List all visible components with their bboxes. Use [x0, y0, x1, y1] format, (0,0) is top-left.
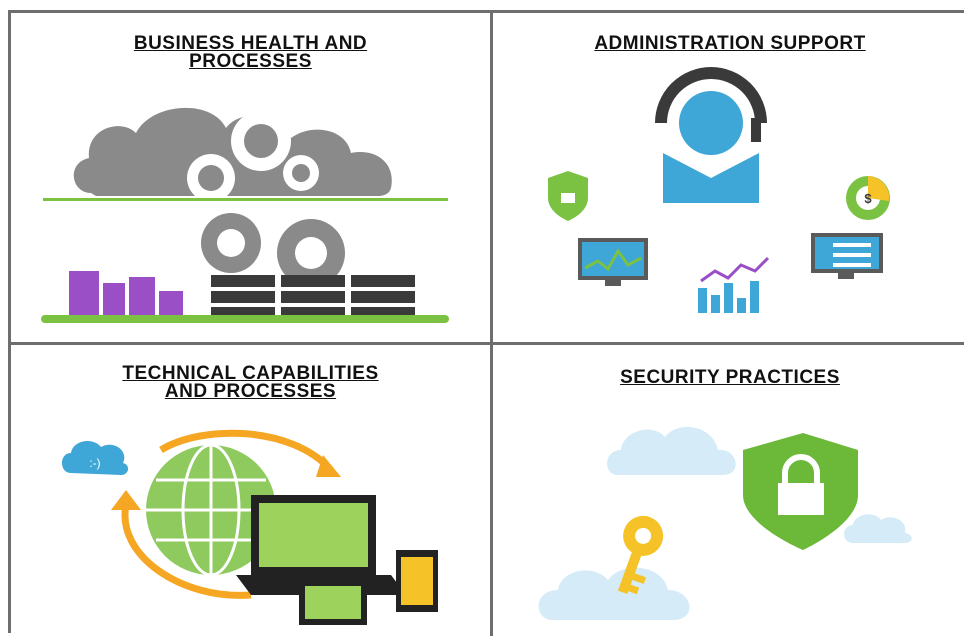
arrow-head-icon: [111, 490, 141, 510]
sync-arrows-icon: [121, 429, 334, 599]
support-agent-icon: [655, 67, 767, 203]
buildings-icon: [69, 271, 183, 321]
panel-technical-capabilities: TECHNICAL CAPABILITIES AND PROCESSES :-): [11, 345, 493, 636]
panel-business-health: BUSINESS HEALTH AND PROCESSES: [11, 13, 493, 345]
chat-cloud-icon: :-): [62, 441, 129, 475]
panel-title: ADMINISTRATION SUPPORT: [594, 33, 866, 54]
ground-bar: [41, 315, 449, 323]
security-illustration: [538, 427, 912, 620]
panel-title: BUSINESS HEALTH AND PROCESSES: [133, 33, 368, 72]
technical-illustration: :-): [62, 429, 438, 625]
coin-icon: $: [846, 176, 890, 220]
gears-icon: [201, 213, 345, 287]
administration-illustration: $: [548, 67, 890, 313]
checklist-monitor-icon: [811, 233, 883, 279]
divider-line: [43, 198, 448, 201]
business-health-illustration: [41, 107, 449, 323]
shield-lock-icon: [743, 433, 858, 550]
panel-administration-support: ADMINISTRATION SUPPORT $: [493, 13, 964, 345]
panel-security-practices: SECURITY PRACTICES: [493, 345, 964, 636]
panel-title: TECHNICAL CAPABILITIES AND PROCESSES: [122, 363, 379, 402]
gears-cloud-centers: [198, 124, 310, 191]
cloud-icon: [538, 427, 912, 620]
key-icon: [617, 515, 664, 595]
servers-icon: [211, 275, 415, 319]
monitor-chart-icon: [578, 238, 648, 286]
bar-chart-icon: [698, 256, 770, 313]
arrow-head-icon: [316, 455, 341, 477]
panel-title: SECURITY PRACTICES: [620, 367, 840, 388]
svg-text::-): :-): [89, 456, 100, 470]
shield-lock-icon: [548, 171, 588, 221]
feature-grid: BUSINESS HEALTH AND PROCESSES: [8, 10, 964, 636]
phone-icon: [396, 550, 438, 612]
svg-text:$: $: [864, 191, 872, 206]
tablet-icon: [299, 580, 367, 625]
